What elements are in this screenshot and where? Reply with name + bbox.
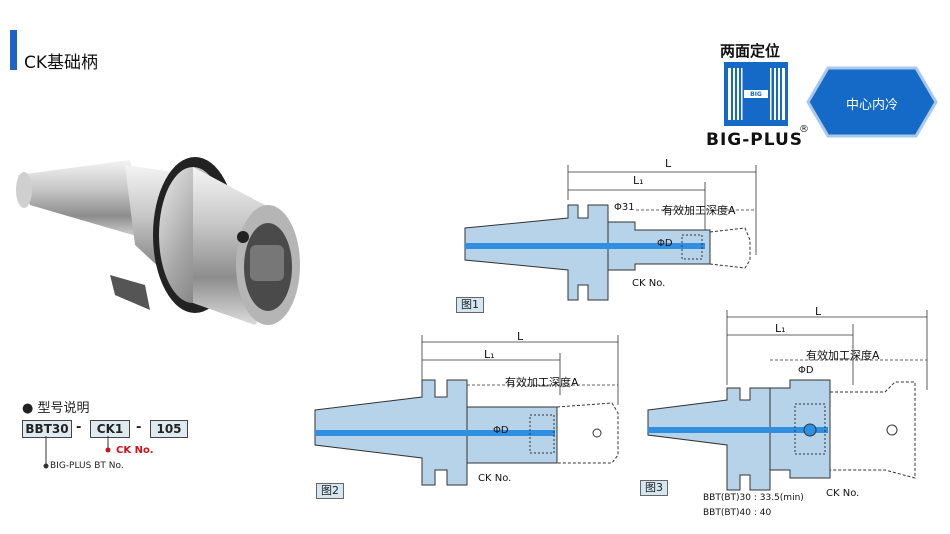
fig1-dim-depth: 有效加工深度A (662, 204, 736, 217)
fig3-note-bt30: BBT(BT)30 : 33.5(min) (703, 493, 804, 503)
fig2-label: 图2 (316, 483, 344, 499)
model-leader-lines (43, 436, 111, 469)
figure-1-drawing (464, 165, 757, 301)
fig2-dim-l: L (517, 330, 524, 343)
model-separator: - (76, 420, 82, 435)
model-separator: - (136, 420, 142, 435)
brand-top-label: 两面定位 (720, 42, 781, 60)
figure-3-drawing (647, 310, 928, 491)
fig1-dim-l: L (665, 157, 672, 170)
model-code-length: 105 (150, 420, 188, 438)
fig1-ckno: CK No. (632, 278, 666, 289)
fig1-dim-phid: ΦD (657, 238, 673, 249)
model-code-ck: CK1 (90, 420, 130, 438)
feature-badge (806, 66, 938, 138)
model-section-text: 型号说明 (37, 401, 90, 416)
fig3-note-bt40: BBT(BT)40 : 40 (703, 508, 772, 518)
fig3-dim-l1: L₁ (775, 322, 786, 335)
logo-text: BIG (750, 91, 762, 98)
fig1-dim-phi31: Φ31 (614, 202, 635, 213)
fig3-dim-depth: 有效加工深度A (806, 349, 880, 362)
fig1-dim-l1: L₁ (633, 174, 644, 187)
registered-mark: ® (799, 124, 809, 135)
fig2-dim-phid: ΦD (493, 425, 509, 436)
feature-badge-label: 中心内冷 (845, 98, 898, 113)
model-code-bt: BBT30 (22, 420, 72, 438)
fig2-dim-l1: L₁ (484, 348, 495, 361)
fig3-dim-phid: ΦD (798, 365, 814, 376)
model-section-label: ● 型号说明 (22, 401, 90, 416)
fig3-dim-l: L (815, 305, 822, 318)
title-accent-bar (10, 30, 17, 70)
fig3-ckno: CK No. (826, 488, 860, 499)
fig1-label: 图1 (456, 297, 484, 313)
brand-name: BIG-PLUS (706, 130, 804, 150)
figure-2-drawing (314, 335, 619, 486)
big-plus-logo: BIG (724, 62, 788, 126)
fig2-dim-depth: 有效加工深度A (505, 376, 579, 389)
product-photo (16, 157, 300, 325)
fig2-ckno: CK No. (478, 473, 512, 484)
bt-note: BIG-PLUS BT No. (50, 461, 124, 471)
fig3-label: 图3 (640, 480, 668, 496)
ck-note: CK No. (116, 445, 154, 456)
page-title: CK基础柄 (24, 53, 99, 73)
